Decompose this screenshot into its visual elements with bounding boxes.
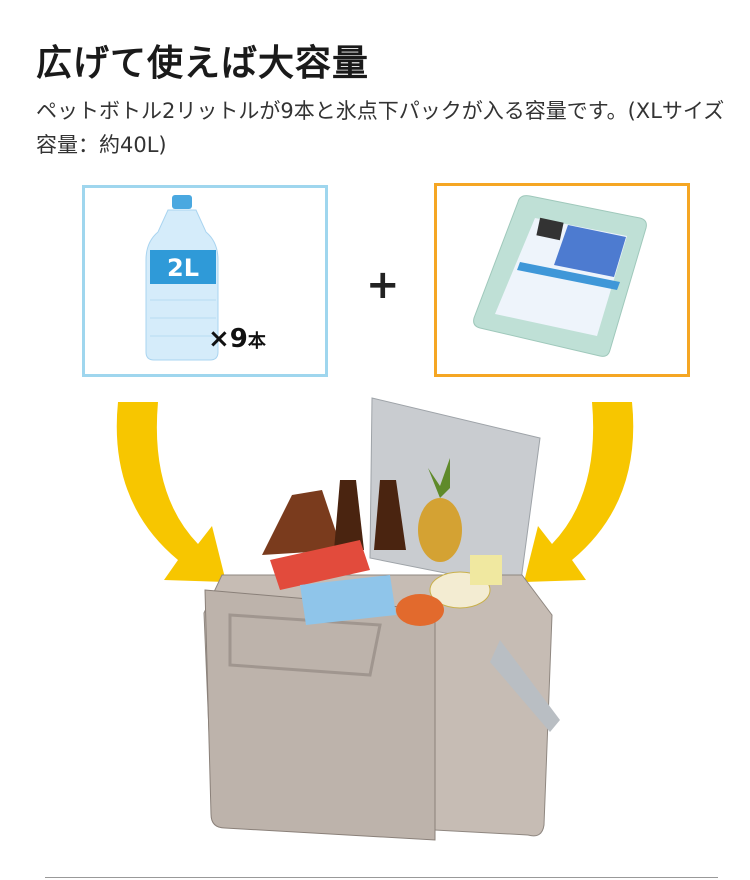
description-text: ペットボトル2リットルが9本と氷点下パックが入る容量です。(XLサイズ容量：約4…: [36, 99, 725, 157]
right-arrow: [524, 402, 634, 582]
page-title: 広げて使えば大容量: [36, 43, 370, 84]
count-unit: 本: [247, 331, 266, 352]
ice-pack-image: [473, 195, 647, 357]
water-bottle-icon: 2L: [145, 195, 219, 361]
bottle-count: ×9本: [208, 324, 266, 354]
count-value: ×9: [208, 324, 248, 354]
plus-sign: +: [366, 262, 400, 308]
left-arrow: [116, 402, 226, 582]
cooler-bag-image: [203, 397, 560, 841]
divider: [45, 877, 718, 878]
bottle-label: 2L: [167, 254, 199, 282]
